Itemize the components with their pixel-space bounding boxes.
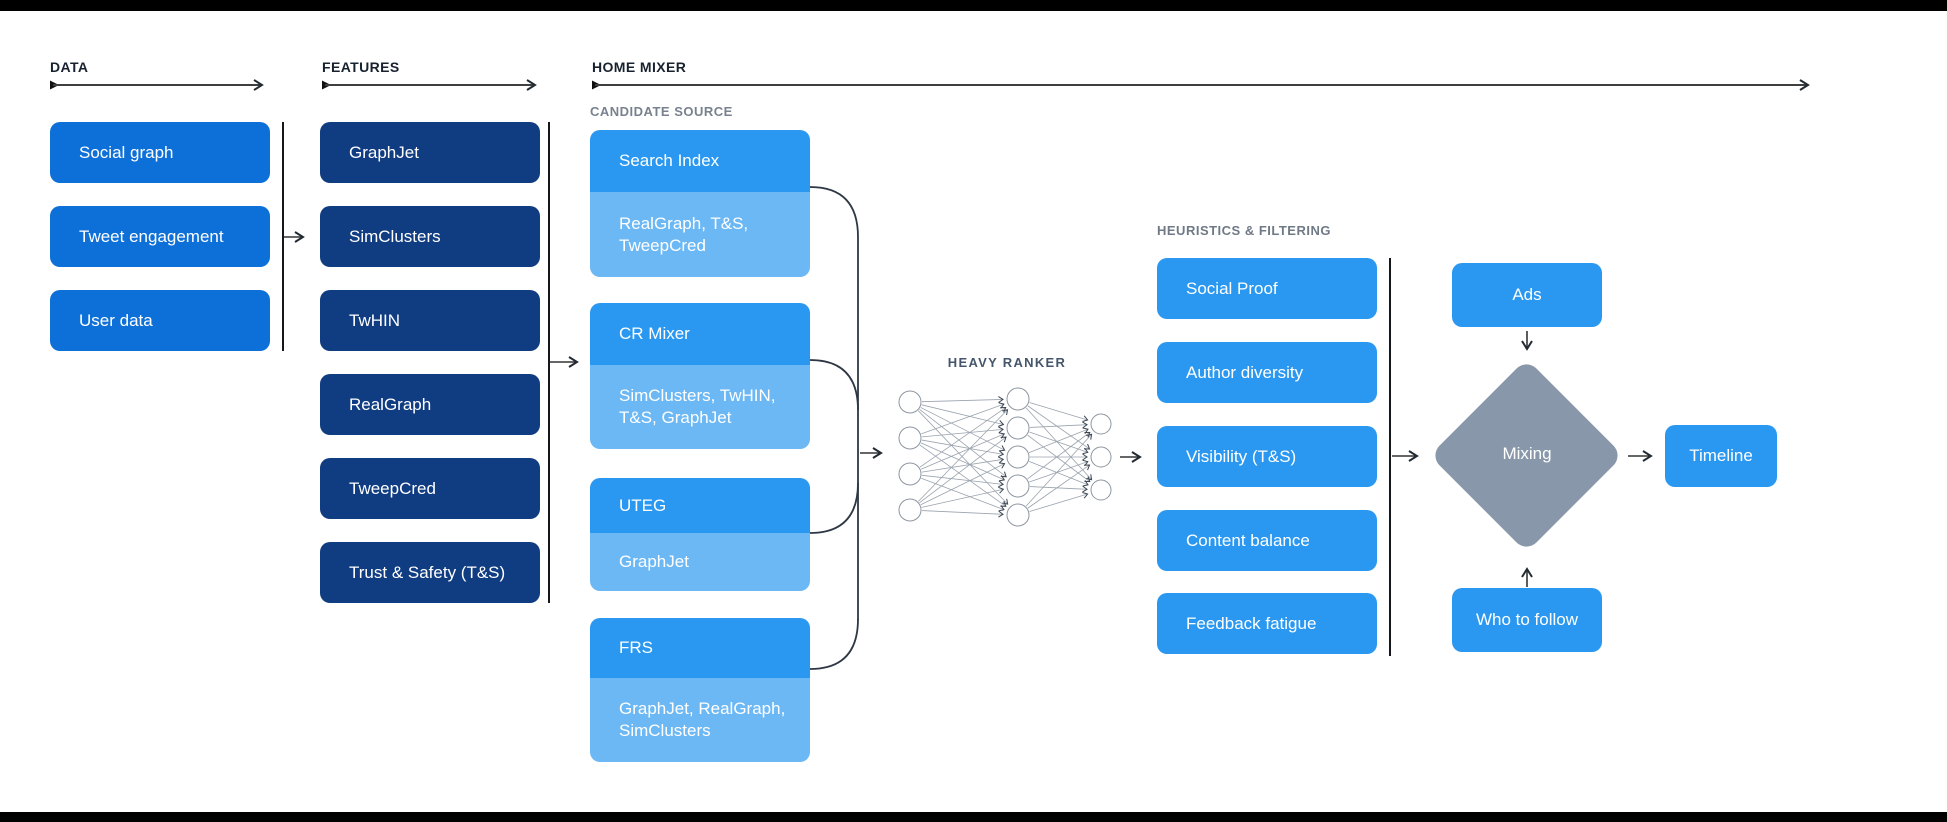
data-box-social-graph: Social graph (50, 122, 270, 183)
heuristic-box-author-diversity: Author diversity (1157, 342, 1377, 403)
candidate-sources: RealGraph, T&S, TweepCred (590, 192, 810, 277)
timeline-label: Timeline (1689, 446, 1753, 465)
heuristic-box-label: Author diversity (1186, 362, 1304, 382)
subsection-title-heavy-ranker: HEAVY RANKER (947, 355, 1067, 370)
data-to-features-connector (282, 122, 305, 351)
data-box-user-data: User data (50, 290, 270, 351)
ads-label: Ads (1512, 285, 1542, 304)
candidate-name: FRS (619, 638, 653, 657)
feature-box-label: SimClusters (349, 226, 441, 246)
section-title-home-mixer: HOME MIXER (592, 59, 687, 75)
candidate-sources-label: GraphJet (619, 552, 689, 571)
candidate-sources-label: SimClusters, TwHIN, T&S, GraphJet (619, 386, 776, 427)
features-to-candidates-connector (548, 122, 579, 603)
heuristic-box-visibility: Visibility (T&S) (1157, 426, 1377, 487)
who-to-follow-label: Who to follow (1475, 610, 1579, 629)
candidate-header: UTEG (590, 478, 810, 533)
feature-box-label: TweepCred (349, 478, 436, 498)
candidate-name: CR Mixer (619, 324, 690, 343)
heuristic-box-label: Feedback fatigue (1186, 613, 1317, 633)
feature-box-twhin: TwHIN (320, 290, 540, 351)
feature-box-label: TwHIN (349, 310, 400, 330)
feature-box-trust-safety: Trust & Safety (T&S) (320, 542, 540, 603)
feature-box-label: GraphJet (349, 142, 419, 162)
heuristic-box-feedback-fatigue: Feedback fatigue (1157, 593, 1377, 654)
timeline-box: Timeline (1665, 425, 1777, 487)
data-box-label: User data (79, 310, 153, 330)
candidate-group-frs: FRS GraphJet, RealGraph, SimClusters (590, 618, 810, 762)
subsection-title-candidate-source: CANDIDATE SOURCE (590, 104, 733, 119)
candidate-header: CR Mixer (590, 303, 810, 365)
candidate-sources-label: RealGraph, T&S, TweepCred (619, 213, 749, 255)
candidate-name: UTEG (619, 495, 667, 515)
section-title-features: FEATURES (322, 59, 400, 75)
home-mixer-axis-arrow (592, 79, 1810, 91)
feature-box-graphjet: GraphJet (320, 122, 540, 183)
candidate-sources: SimClusters, TwHIN, T&S, GraphJet (590, 365, 810, 449)
who-to-follow-box: Who to follow (1452, 588, 1602, 652)
top-letterbox-bar (0, 0, 1947, 11)
candidate-sources: GraphJet, RealGraph, SimClusters (590, 678, 810, 762)
subsection-title-heuristics-filtering: HEURISTICS & FILTERING (1157, 223, 1331, 238)
candidate-group-uteg: UTEG GraphJet (590, 478, 810, 591)
heuristics-to-mixing-connector (1389, 258, 1419, 656)
ads-box: Ads (1452, 263, 1602, 327)
heuristic-box-label: Visibility (T&S) (1186, 446, 1297, 466)
heuristic-box-content-balance: Content balance (1157, 510, 1377, 571)
data-box-tweet-engagement: Tweet engagement (50, 206, 270, 267)
candidate-header: FRS (590, 618, 810, 678)
candidate-group-cr-mixer: CR Mixer SimClusters, TwHIN, T&S, GraphJ… (590, 303, 810, 449)
data-box-label: Social graph (79, 142, 174, 162)
feature-box-simclusters: SimClusters (320, 206, 540, 267)
heavy-ranker-network-graphic (898, 387, 1112, 527)
bottom-letterbox-bar (0, 812, 1947, 822)
feature-box-tweepcred: TweepCred (320, 458, 540, 519)
mixing-label: Mixing (1502, 444, 1552, 463)
section-title-data: DATA (50, 59, 89, 75)
data-box-label: Tweet engagement (79, 226, 224, 246)
candidate-sources: GraphJet (590, 533, 810, 591)
features-axis-arrow (322, 79, 537, 91)
feature-box-label: Trust & Safety (T&S) (349, 562, 506, 582)
feature-box-realgraph: RealGraph (320, 374, 540, 435)
candidates-merge-connector (809, 186, 859, 670)
feature-box-label: RealGraph (349, 394, 432, 414)
heuristic-box-label: Content balance (1186, 530, 1310, 550)
candidate-name: Search Index (619, 151, 720, 170)
data-axis-arrow (50, 79, 264, 91)
heuristic-box-social-proof: Social Proof (1157, 258, 1377, 319)
candidate-header: Search Index (590, 130, 810, 192)
candidate-sources-label: GraphJet, RealGraph, SimClusters (619, 699, 786, 740)
candidate-group-search-index: Search Index RealGraph, T&S, TweepCred (590, 130, 810, 277)
heuristic-box-label: Social Proof (1186, 278, 1278, 298)
